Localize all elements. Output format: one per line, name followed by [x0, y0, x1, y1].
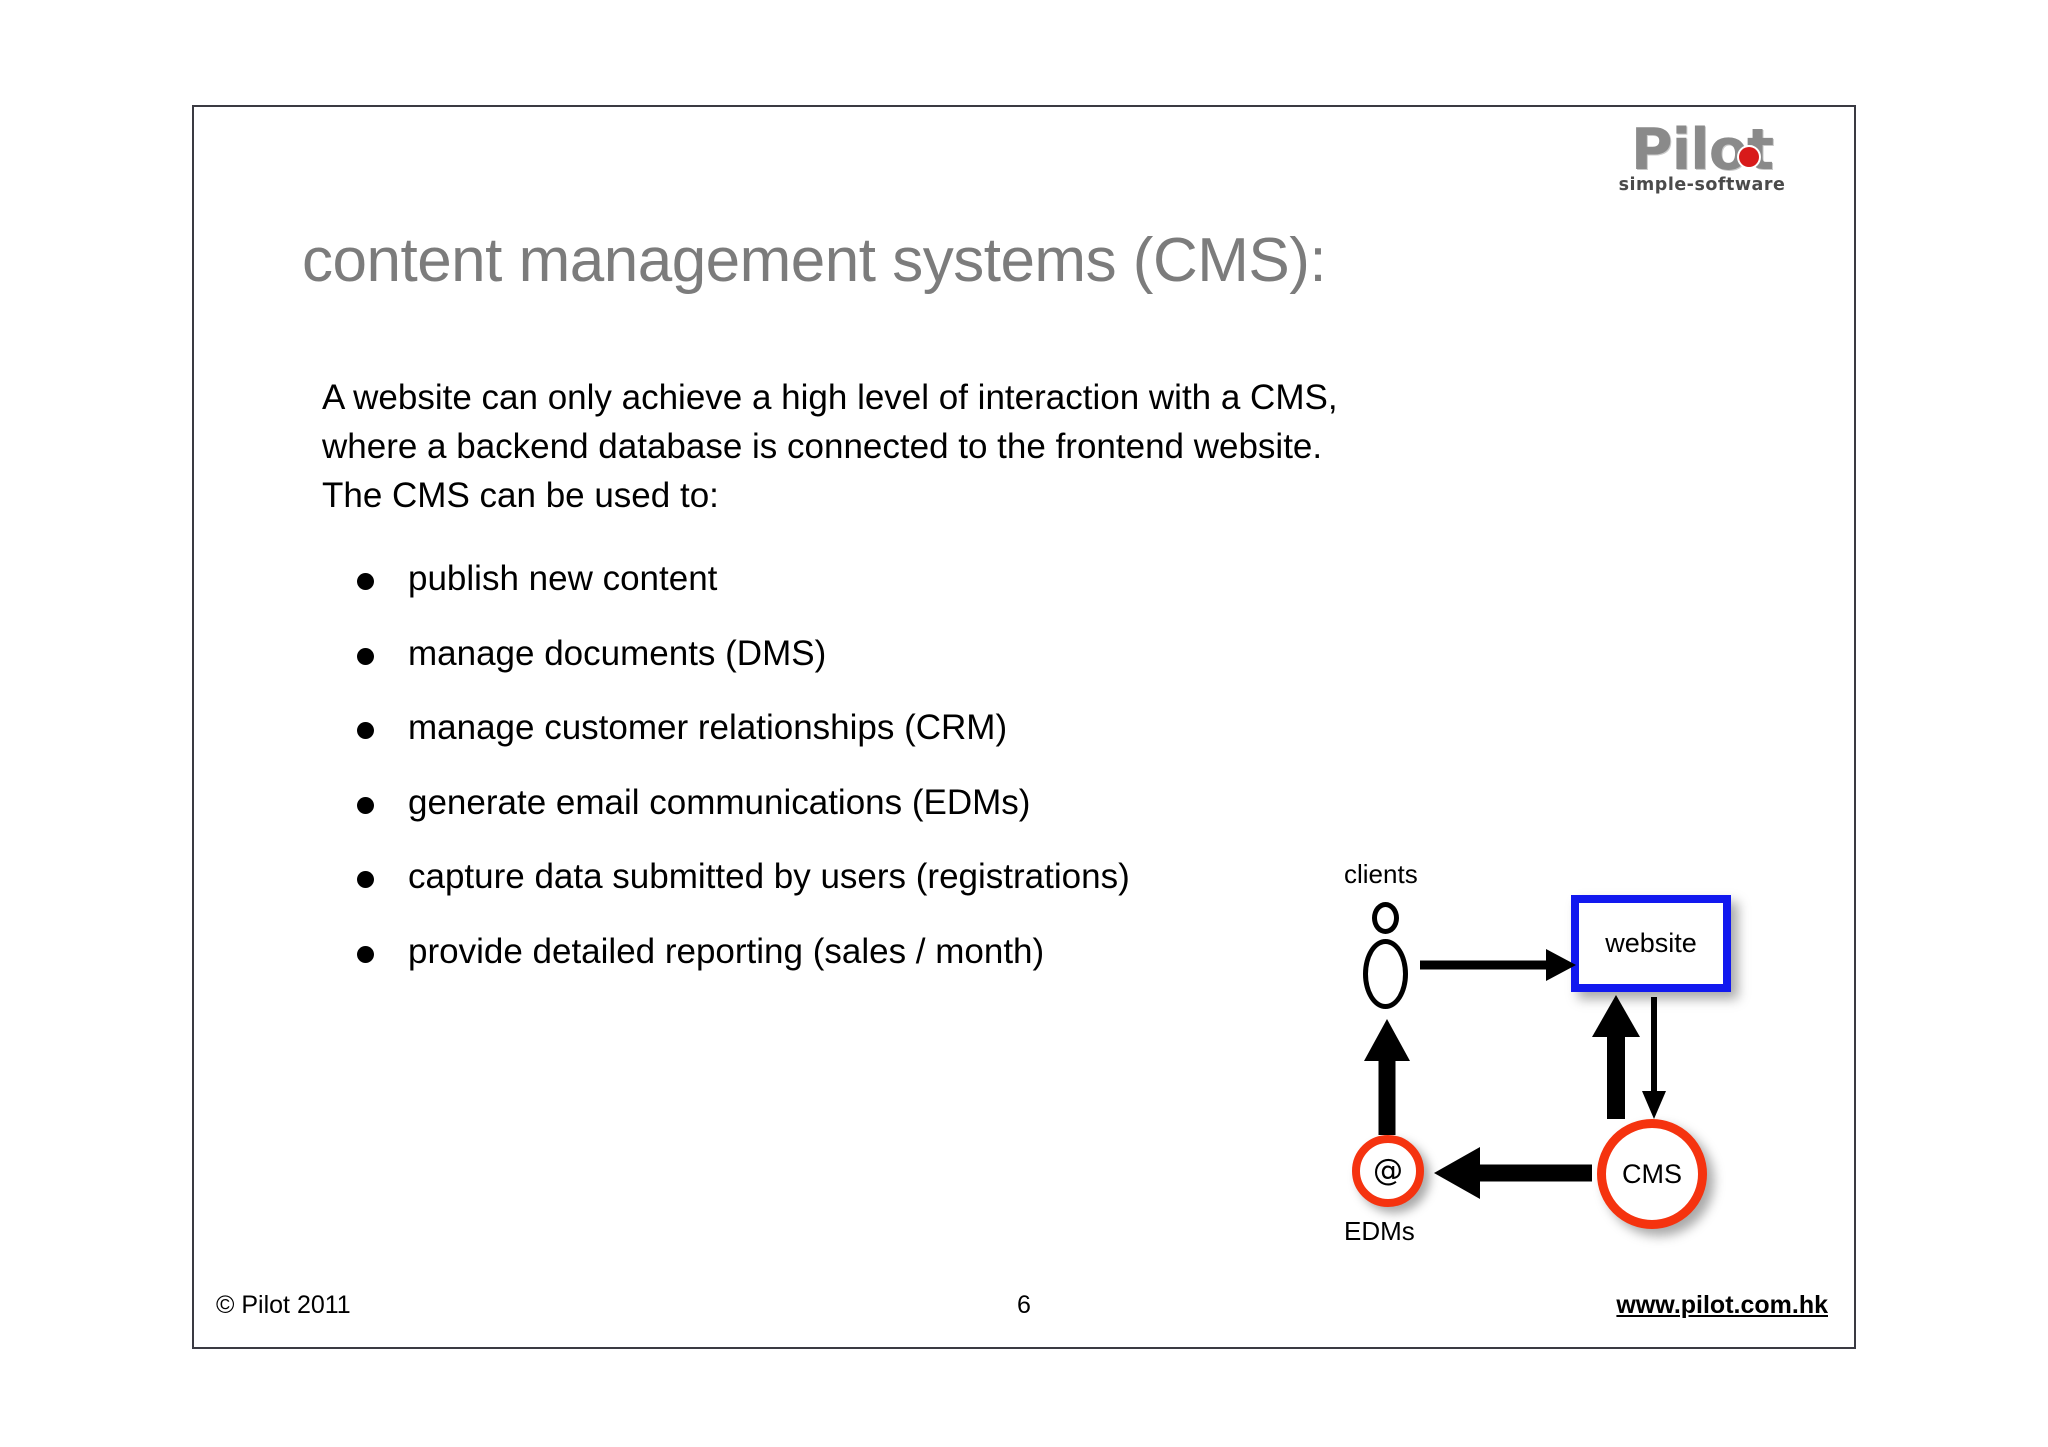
list-item-label: provide detailed reporting (sales / mont…: [408, 931, 1045, 971]
intro-paragraph: A website can only achieve a high level …: [322, 373, 1482, 520]
list-item: manage documents (DMS): [322, 634, 1502, 709]
list-item: publish new content: [322, 559, 1502, 634]
list-item-label: publish new content: [408, 559, 718, 598]
list-item: capture data submitted by users (registr…: [322, 857, 1502, 932]
slide-footer: © Pilot 2011 6 www.pilot.com.hk: [194, 1291, 1854, 1325]
bullet-dot-icon: [357, 573, 374, 590]
at-symbol-icon: @: [1373, 1153, 1403, 1188]
diagram-label-clients: clients: [1344, 859, 1418, 889]
list-item-label: capture data submitted by users (registr…: [408, 857, 1130, 896]
list-item-label: generate email communications (EDMs): [408, 782, 1031, 822]
diagram-node-website-label: website: [1605, 928, 1697, 958]
arrow-cms-to-website: [1592, 995, 1640, 1119]
arrow-clients-to-website: [1420, 949, 1576, 981]
diagram-node-cms-label: CMS: [1622, 1158, 1682, 1189]
logo-red-dot-icon: [1738, 147, 1759, 167]
bullet-dot-icon: [357, 796, 374, 814]
arrow-website-to-cms: [1642, 997, 1666, 1119]
diagram-arrows: [1364, 949, 1666, 1199]
diagram-label-edms: EDMs: [1344, 1216, 1415, 1246]
diagram-node-website: website: [1571, 895, 1731, 992]
cms-flow-diagram: clients EDMs website CMS @: [1324, 847, 1764, 1277]
bullet-dot-icon: [357, 871, 374, 888]
intro-line-1: A website can only achieve a high level …: [322, 378, 1338, 417]
arrow-cms-to-edms: [1434, 1147, 1592, 1199]
diagram-node-edm: @: [1352, 1135, 1424, 1207]
diagram-node-cms: CMS: [1597, 1119, 1707, 1229]
copyright-text: © Pilot 2011: [216, 1291, 351, 1319]
list-item: manage customer relationships (CRM): [322, 708, 1502, 783]
page-number: 6: [1017, 1291, 1031, 1319]
bullet-dot-icon: [357, 647, 374, 665]
arrow-edms-to-clients: [1364, 1019, 1410, 1135]
list-item-label: manage customer relationships (CRM): [408, 708, 1008, 747]
slide-canvas: Pilot simple-software content management…: [192, 105, 1856, 1349]
intro-line-2: where a backend database is connected to…: [322, 427, 1323, 466]
logo-tagline: simple-software: [1618, 174, 1786, 195]
intro-line-3: The CMS can be used to:: [322, 476, 719, 515]
page-title: content management systems (CMS):: [302, 226, 1327, 295]
logo-wordmark: Pilot: [1631, 122, 1774, 179]
client-person-body-icon: [1363, 939, 1408, 1009]
bullet-dot-icon: [357, 945, 374, 963]
client-person-head-icon: [1372, 902, 1399, 934]
bullet-dot-icon: [357, 722, 374, 739]
bullet-list: publish new content manage documents (DM…: [322, 559, 1502, 1006]
website-url-link[interactable]: www.pilot.com.hk: [1616, 1291, 1828, 1319]
list-item-label: manage documents (DMS): [408, 633, 827, 673]
pilot-logo: Pilot simple-software: [1592, 122, 1812, 195]
list-item: generate email communications (EDMs): [322, 783, 1502, 858]
list-item: provide detailed reporting (sales / mont…: [322, 932, 1502, 1007]
